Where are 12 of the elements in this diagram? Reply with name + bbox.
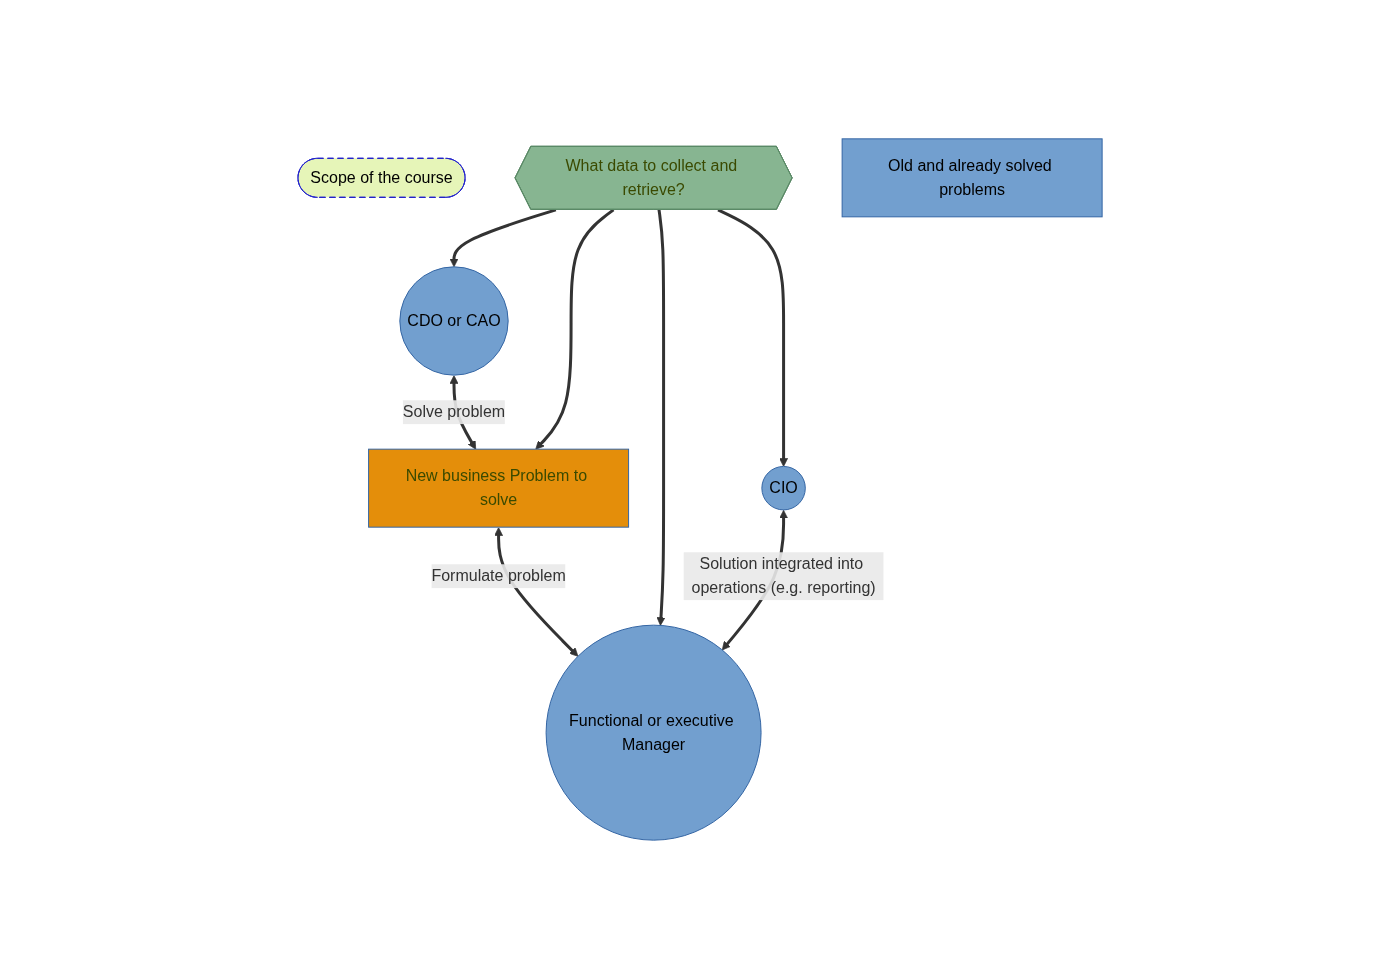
edge-label: Formulate problem	[431, 567, 566, 585]
node-circle: CIO	[761, 465, 806, 511]
arrow	[535, 208, 615, 450]
node-box: New business Problem to solve	[368, 448, 629, 528]
edge-label: Solve problem	[402, 403, 506, 421]
node-circle: CDO or CAO	[399, 266, 509, 376]
arrow	[449, 208, 557, 268]
node-box: Old and already solved problems	[841, 138, 1103, 218]
arrow	[656, 209, 666, 626]
arrow	[717, 208, 788, 467]
node-circle: Functional or executive Manager	[545, 624, 762, 841]
edge-label: Solution integrated into operations (e.g. reporting)	[691, 555, 876, 597]
